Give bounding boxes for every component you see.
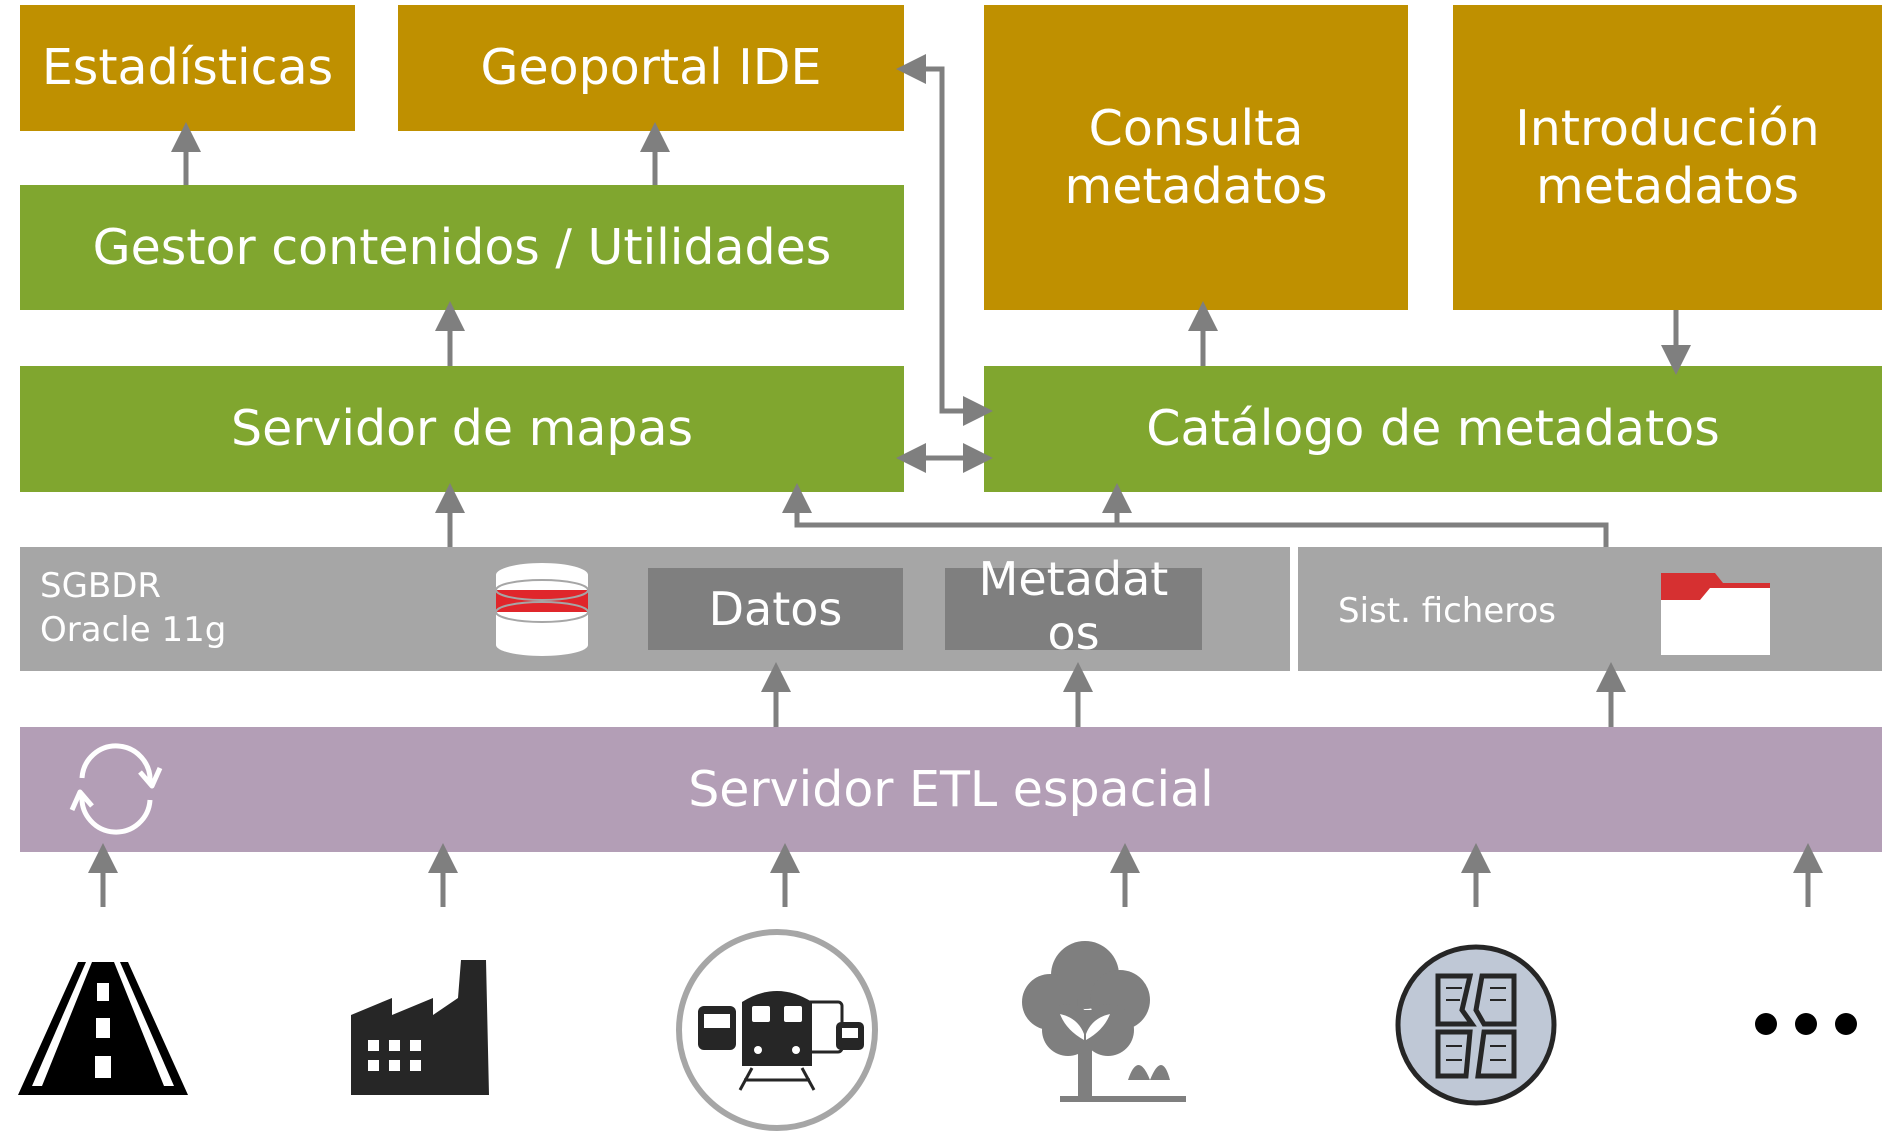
catalogo-metadatos-box: Catálogo de metadatos — [984, 366, 1882, 492]
road-icon — [18, 962, 188, 1095]
folder-icon — [1661, 573, 1770, 655]
metadatos-label-line1: Metadat — [978, 552, 1169, 606]
gestor-contenidos-box: Gestor contenidos / Utilidades — [20, 185, 904, 310]
arrow-ficheros-servidor — [782, 483, 1609, 547]
introduccion-metadatos-box: Introducción metadatos — [1453, 5, 1882, 310]
geoportal-box: Geoportal IDE — [398, 5, 904, 131]
introduccion-label-line2: metadatos — [1536, 157, 1799, 215]
sgbdr-label-line1: SGBDR — [40, 566, 162, 606]
sgbdr-label-line2: Oracle 11g — [40, 610, 227, 650]
more-icon — [1755, 1013, 1857, 1035]
tree-icon — [1022, 941, 1186, 1102]
metadatos-label-line2: os — [1047, 606, 1100, 660]
servidor-mapas-box: Servidor de mapas — [20, 366, 904, 492]
database-icon — [495, 563, 589, 656]
consulta-metadatos-box: Consulta metadatos — [984, 5, 1408, 310]
ficheros-label: Sist. ficheros — [1338, 591, 1557, 631]
catalogo-label: Catálogo de metadatos — [1146, 400, 1720, 457]
consulta-label-line1: Consulta — [1088, 99, 1304, 157]
estadisticas-box: Estadísticas — [20, 5, 355, 131]
consulta-label-line2: metadatos — [1064, 157, 1328, 215]
etl-label: Servidor ETL espacial — [688, 760, 1214, 818]
metadatos-box: Metadat os — [945, 552, 1202, 660]
sync-icon — [69, 743, 163, 835]
etl-bar: Servidor ETL espacial — [20, 727, 1882, 852]
datos-label: Datos — [708, 582, 843, 636]
factory-icon — [351, 960, 489, 1095]
sist-ficheros-panel — [1298, 547, 1882, 671]
servidor-mapas-label: Servidor de mapas — [230, 400, 694, 457]
arrow-geoportal-catalogo — [896, 54, 993, 426]
gestor-label: Gestor contenidos / Utilidades — [92, 218, 832, 276]
tree-leaves-icon — [1060, 1014, 1110, 1040]
geoportal-label: Geoportal IDE — [480, 39, 822, 96]
cadastre-map-icon — [1395, 944, 1557, 1106]
transport-icon — [676, 929, 878, 1131]
introduccion-label-line1: Introducción — [1515, 99, 1820, 157]
datos-box: Datos — [648, 568, 903, 650]
estadisticas-label: Estadísticas — [41, 39, 334, 96]
